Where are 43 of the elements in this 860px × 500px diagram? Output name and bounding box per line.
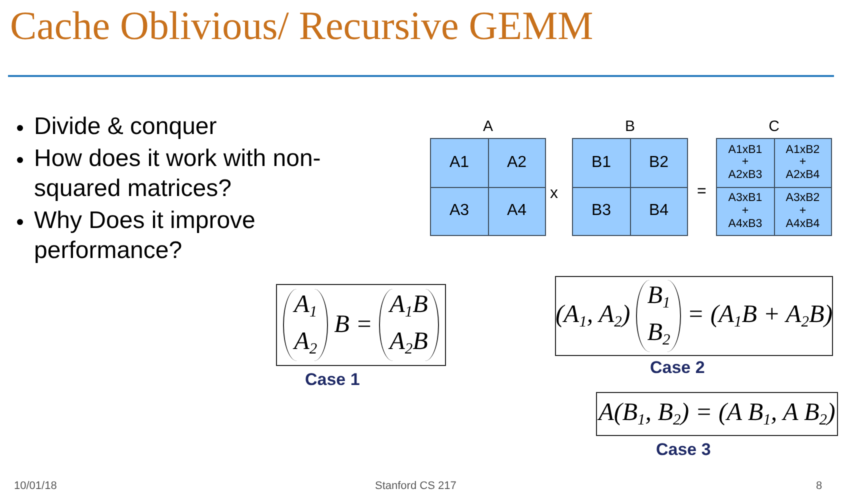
matrix [572, 118, 688, 236]
slide-title: Cache Oblivious/ Recursive GEMM [10, 2, 594, 49]
matrix-label: B [624, 118, 636, 136]
matrix-block: B4 [630, 188, 687, 235]
matrix [430, 118, 546, 236]
footer-text: 10/01/18 [14, 480, 57, 492]
math-term: B$_{1}$ [647, 282, 670, 313]
bullet-point: How does it work with non-squared matrices? [34, 145, 321, 202]
math-term: A$_{2}$ [294, 328, 318, 359]
matrix [716, 118, 832, 236]
case-caption: Case 1 [305, 370, 360, 390]
math-expression: = (A$_{1}$B + A$_{2}$B) [687, 300, 833, 332]
math-expression: (A$_{1}$, A$_{2}$) [555, 300, 630, 332]
math-expression: B = [334, 311, 373, 339]
matrix-block: A2 [488, 139, 545, 186]
matrix-block: A1xB1 + A2xB3 [717, 139, 774, 186]
math-term: A$_{1}$ [294, 291, 318, 322]
footer-text: Stanford CS 217 [375, 480, 456, 492]
equation-box [596, 392, 838, 436]
matrix-block: B2 [630, 139, 687, 186]
bullet-point: Why Does it improve performance? [34, 207, 256, 264]
matrix-label: A [482, 118, 494, 136]
math-term: A$_{2}$B [390, 328, 428, 359]
operator-symbol: = [697, 183, 706, 201]
bullet-point: Divide & conquer [34, 113, 217, 140]
math-term: B$_{2}$ [647, 319, 670, 350]
matrix-block: A4 [488, 188, 545, 235]
case-caption: Case 2 [650, 358, 705, 378]
matrix-block: A1xB2 + A2xB4 [774, 139, 831, 186]
case-caption: Case 3 [656, 440, 711, 460]
matrix-block: A1 [431, 139, 488, 186]
footer-text: 8 [816, 480, 822, 492]
equation-box [555, 276, 833, 356]
math-term: A$_{1}$B [390, 291, 428, 322]
math-expression: A(B$_{1}$, B$_{2}$) = (A B$_{1}$, A B$_{2}$) [598, 398, 836, 430]
matrix-block: B3 [573, 188, 630, 235]
matrix-block: A3xB2 + A4xB4 [774, 188, 831, 235]
matrix-label: C [768, 118, 780, 136]
matrix-block: B1 [573, 139, 630, 186]
equation-box [276, 284, 446, 366]
matrix-block: A3 [431, 188, 488, 235]
matrix-block: A3xB1 + A4xB3 [717, 188, 774, 235]
operator-symbol: x [550, 185, 558, 203]
